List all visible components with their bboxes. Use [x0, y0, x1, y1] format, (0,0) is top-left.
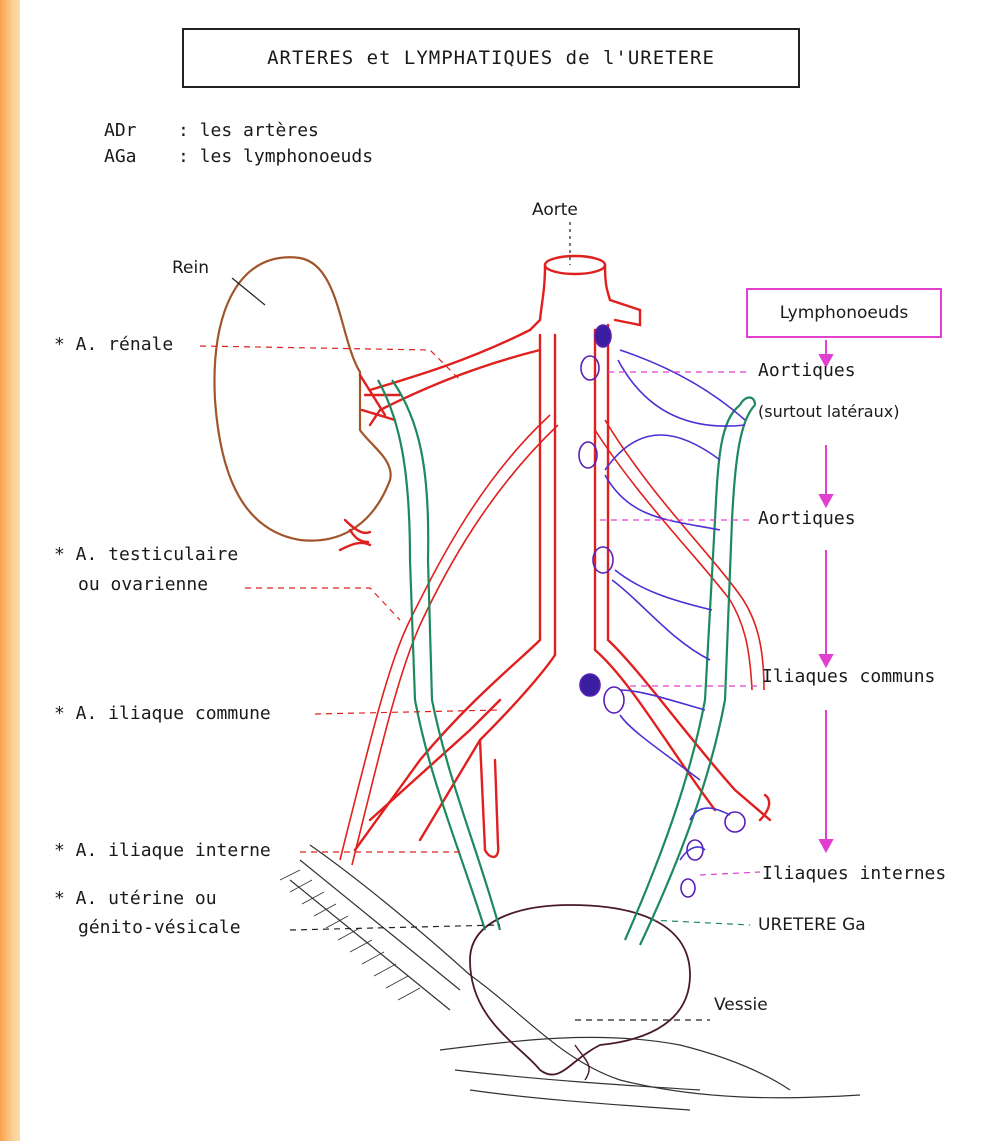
label-uretere-ga: URETERE Ga	[758, 915, 866, 935]
label-vessie: Vessie	[714, 995, 768, 1015]
ureters	[378, 380, 755, 945]
label-a-iliaque-interne: * A. iliaque interne	[54, 840, 271, 861]
kidney	[214, 257, 390, 540]
label-aortiques-1: Aortiques	[758, 360, 856, 381]
pelvic-wall	[280, 845, 860, 1110]
leader-lines-lymph	[600, 372, 760, 925]
arteries	[340, 256, 770, 857]
label-a-renale: * A. rénale	[54, 334, 173, 355]
lymph-vessels	[605, 350, 745, 860]
label-aortiques-2: Aortiques	[758, 508, 856, 529]
leader-lines-other	[232, 222, 710, 1020]
label-ou-ovarienne: ou ovarienne	[78, 574, 208, 595]
label-aorte: Aorte	[532, 200, 578, 220]
label-rein: Rein	[172, 258, 209, 278]
lymphonoeuds-box: Lymphonoeuds	[746, 288, 942, 338]
label-surtout-lateraux: (surtout latéraux)	[758, 402, 899, 421]
leader-lines-arteries	[200, 346, 500, 852]
label-iliaques-communs: Iliaques communs	[762, 666, 935, 687]
label-a-iliaque-commune: * A. iliaque commune	[54, 703, 271, 724]
label-a-uterine: * A. utérine ou	[54, 888, 217, 909]
label-a-testiculaire: * A. testiculaire	[54, 544, 238, 565]
bladder	[470, 905, 690, 1080]
label-iliaques-internes: Iliaques internes	[762, 863, 946, 884]
label-genito-vesicale: génito-vésicale	[78, 917, 241, 938]
